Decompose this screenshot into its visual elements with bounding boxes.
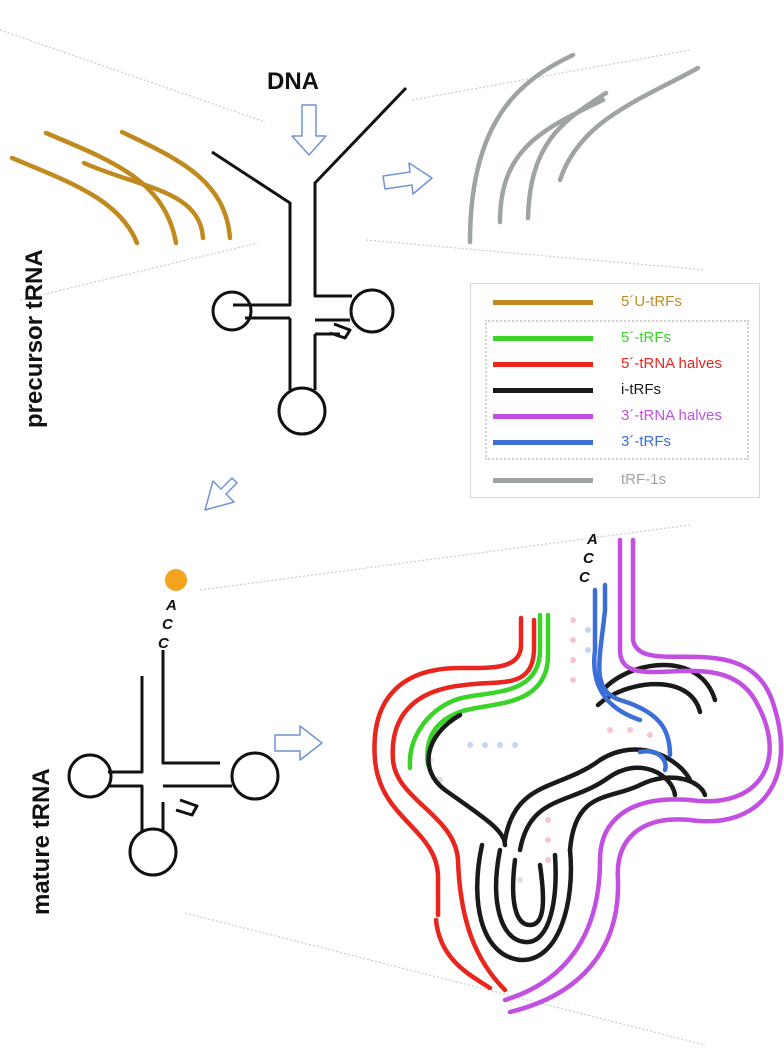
arrow-right-icon-2	[275, 726, 322, 760]
legend-swatch	[493, 336, 593, 341]
legend-label: 3´-tRNA halves	[621, 407, 722, 424]
legend-label: tRF-1s	[621, 471, 666, 488]
acc-small-a: A	[165, 597, 177, 614]
dna-label: DNA	[267, 68, 319, 95]
legend-swatch	[493, 440, 593, 445]
process-arrows	[205, 105, 432, 760]
legend-swatch	[493, 388, 593, 393]
acc-large-a: A	[586, 531, 598, 548]
legend-item-3-trna-halves: 3´-tRNA halves	[471, 404, 761, 430]
legend-swatch	[493, 300, 593, 305]
legend-label: 5´-tRFs	[621, 329, 671, 346]
precursor-5u-trfs	[12, 132, 230, 243]
legend-label: 5´-tRNA halves	[621, 355, 722, 372]
legend-item-i-trfs: i-tRFs	[471, 378, 761, 404]
legend-item-3-trfs: 3´-tRFs	[471, 430, 761, 456]
legend-label: 3´-tRFs	[621, 433, 671, 450]
acc-small-c2: C	[158, 635, 170, 652]
arrow-right-icon	[383, 163, 432, 194]
acc-large-c2: C	[579, 569, 591, 586]
acc-small-c1: C	[162, 616, 174, 633]
legend-label: 5´U-tRFs	[621, 293, 682, 310]
legend-label: i-tRFs	[621, 381, 661, 398]
arrow-down-left-icon	[205, 478, 237, 510]
mature-trna-label: mature tRNA	[28, 768, 55, 915]
legend-swatch	[493, 414, 593, 419]
legend: 5´U-tRFs 5´-tRFs 5´-tRNA halves i-tRFs 3…	[470, 283, 760, 498]
legend-swatch	[493, 362, 593, 367]
arrow-down-icon	[292, 105, 326, 155]
legend-item-5-trfs: 5´-tRFs	[471, 326, 761, 352]
precursor-trna-label: precursor tRNA	[21, 249, 48, 428]
acc-small: A C C	[158, 597, 177, 652]
legend-item-trf-1s: tRF-1s	[471, 468, 761, 494]
legend-swatch	[493, 478, 593, 483]
cca-dot	[165, 569, 187, 591]
fragment-coverage	[374, 540, 781, 1012]
mature-trna-structure	[69, 650, 278, 875]
acc-large-c1: C	[583, 550, 595, 567]
legend-item-5-trna-halves: 5´-tRNA halves	[471, 352, 761, 378]
legend-item-5u-trfs: 5´U-tRFs	[471, 290, 761, 316]
